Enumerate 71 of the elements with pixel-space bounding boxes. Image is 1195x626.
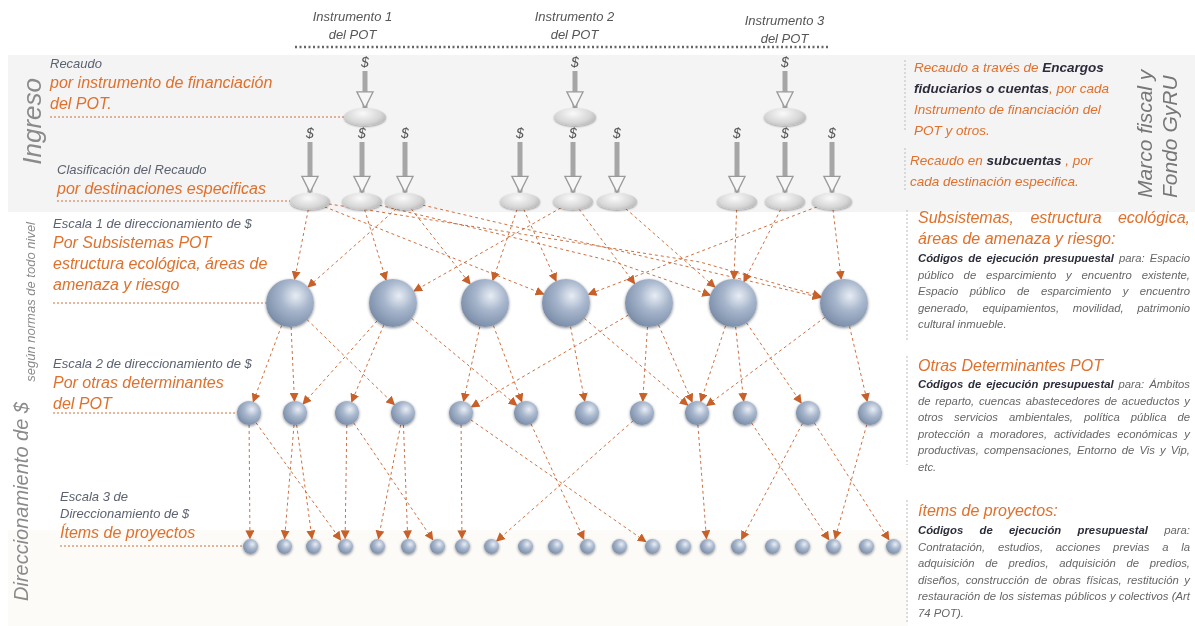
- row-title: por destinaciones especificas: [57, 179, 266, 199]
- sphere: [335, 401, 359, 425]
- sphere: [542, 279, 590, 327]
- currency-sign: $: [568, 53, 582, 71]
- sphere: [820, 279, 868, 327]
- side-note: Recaudo en subcuentas , por cada destinación especifica.: [910, 152, 1094, 191]
- sphere: [685, 401, 709, 425]
- currency-sign: $: [610, 124, 624, 142]
- sphere: [575, 401, 599, 425]
- side-description: Códigos de ejecución presupuestal para: Espacio público de esparcimiento y encuentro existente, Espacio público de esparcimiento y encuentro generado, equipamientos, movilidad, patrimonio cultural inmueble.: [918, 251, 1190, 332]
- sphere: [630, 401, 654, 425]
- block-arrow: [776, 142, 794, 194]
- currency-sign: $: [303, 124, 317, 142]
- block-arrow: [353, 142, 371, 194]
- sphere: [733, 401, 757, 425]
- side-description: Códigos de ejecución presupuestal para: Contratación, estudios, acciones previas a la adquisición de predios, adquisición de predios, diseños, construcción de obras físicas, restitución y restauración de los sistemas públicos y colectivos (Art 74 POT).: [918, 523, 1190, 621]
- section-title: Ingreso: [18, 78, 47, 165]
- row-label: Escala 1 de direccionamiento de $: [53, 215, 252, 232]
- block-arrow: [301, 142, 319, 194]
- currency-sign: $: [358, 53, 372, 71]
- column-heading: Instrumento 3 del POT: [743, 12, 826, 48]
- block-arrow: [776, 71, 794, 109]
- side-heading: Otras Determinantes POT: [918, 356, 1105, 376]
- block-arrow: [564, 142, 582, 194]
- row-label: Clasificación del Recaudo: [57, 161, 207, 178]
- currency-sign: $: [513, 124, 527, 142]
- currency-sign: $: [355, 124, 369, 142]
- leader-line: [59, 545, 243, 547]
- sphere: [237, 401, 261, 425]
- row-title: Ítems de proyectos: [60, 522, 196, 543]
- side-heading: Subsistemas, estructura ecológica, áreas de amenaza y riesgo:: [918, 208, 1190, 249]
- block-arrow: [511, 142, 529, 194]
- row-title: Por Subsistemas POT estructura ecológica, áreas de amenaza y riesgo: [53, 233, 269, 295]
- side-heading: ítems de proyectos:: [918, 501, 1059, 521]
- side-description: Códigos de ejecución presupuestal para: Ámbitos de reparto, cuencas abastecedores de acueductos y otros servicios ambientales, política pública de protección a moradores, actividades económicas y productivas, compensaciones, Entorno de Vis y Vip, etc.: [918, 377, 1190, 475]
- row-title: por instrumento de financiación del POT.: [50, 73, 274, 114]
- side-note: Recaudo a través de Encargos fiduciarios o cuentas, por cada Instrumento de financiación del POT y otros.: [914, 59, 1111, 140]
- sphere: [461, 279, 509, 327]
- row-label: Escala 2 de direccionamiento de $: [53, 355, 252, 372]
- currency-sign: $: [398, 124, 412, 142]
- block-arrow: [396, 142, 414, 194]
- row-label: Recaudo: [50, 55, 103, 72]
- currency-sign: $: [778, 124, 792, 142]
- leader-line: [49, 116, 345, 118]
- currency-sign: $: [730, 124, 744, 142]
- sphere: [514, 401, 538, 425]
- sphere: [283, 401, 307, 425]
- currency-sign: $: [825, 124, 839, 142]
- leader-line: [52, 412, 238, 414]
- block-arrow: [356, 71, 374, 109]
- side-title: Marco fiscal y Fondo GyRU: [1132, 68, 1183, 198]
- block-arrow: [728, 142, 746, 194]
- sphere: [796, 401, 820, 425]
- block-arrow: [823, 142, 841, 194]
- sphere: [625, 279, 673, 327]
- sphere: [266, 279, 314, 327]
- currency-sign: $: [566, 124, 580, 142]
- sphere: [709, 279, 757, 327]
- currency-sign: $: [778, 53, 792, 71]
- sphere: [369, 279, 417, 327]
- column-heading: Instrumento 2 del POT: [533, 8, 616, 44]
- sphere: [449, 401, 473, 425]
- row-title: Por otras determinantes del POT: [53, 373, 225, 414]
- row-label: Escala 3 de Direccionamiento de $: [60, 488, 191, 522]
- sphere: [391, 401, 415, 425]
- sphere: [858, 401, 882, 425]
- section-title: Direccionamiento de $: [10, 402, 32, 601]
- column-heading: Instrumento 1 del POT: [311, 8, 394, 44]
- section-subtitle: según normas de todo nivel: [24, 222, 39, 382]
- block-arrow: [566, 71, 584, 109]
- block-arrow: [608, 142, 626, 194]
